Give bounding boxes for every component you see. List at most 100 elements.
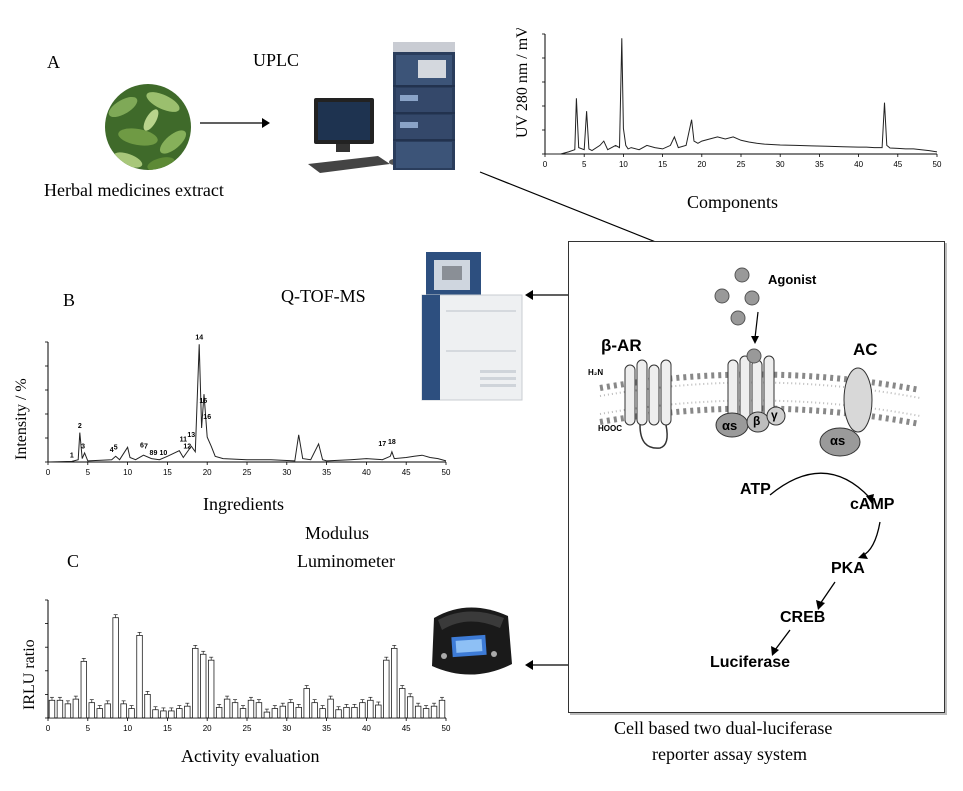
- x-tick-label: 40: [854, 160, 863, 169]
- activity-bar: [112, 617, 119, 719]
- uplc-instrument-icon: [308, 42, 455, 173]
- activity-bar: [375, 704, 382, 719]
- gamma-subunit: [766, 406, 786, 426]
- gamma-label: γ: [771, 408, 778, 422]
- activity-bar: [48, 699, 56, 719]
- arrow-pka-to-creb: [819, 581, 836, 605]
- activity-bar: [327, 698, 334, 719]
- agonist-spheres: [714, 267, 760, 326]
- activity-label: Activity evaluation: [181, 746, 320, 766]
- panel-label-b: B: [63, 290, 76, 310]
- activity-bar: [56, 699, 64, 719]
- x-tick-label: 20: [203, 724, 212, 733]
- gpcr-receptor: [727, 348, 775, 422]
- x-tick-label: 25: [243, 724, 252, 733]
- x-tick-label: 30: [776, 160, 785, 169]
- activity-bar: [303, 688, 310, 719]
- x-tick-label: 0: [543, 160, 548, 169]
- activity-bar: [430, 705, 438, 719]
- modulus-label: Modulus: [305, 523, 370, 543]
- x-tick-label: 45: [402, 468, 411, 477]
- x-tick-label: 25: [243, 468, 252, 477]
- peak-label: 4: [110, 447, 114, 454]
- x-tick-label: 40: [362, 468, 371, 477]
- activity-bar: [207, 659, 215, 719]
- activity-bar: [367, 699, 374, 719]
- x-tick-label: 35: [322, 724, 331, 733]
- luciferase-label: Luciferase: [710, 654, 791, 671]
- alpha-s-label-1: αs: [722, 418, 738, 433]
- beta-label: β: [753, 414, 761, 428]
- peak-label: 1: [70, 452, 74, 459]
- activity-bar: [311, 702, 318, 719]
- components-label: Components: [687, 192, 779, 212]
- activity-bar: [80, 660, 88, 719]
- peak-label: 14: [195, 335, 203, 342]
- activity-bar: [223, 698, 231, 719]
- qtof-label: Q-TOF-MS: [281, 286, 366, 306]
- peak-label: 11: [180, 437, 188, 444]
- activity-bar: [399, 688, 406, 719]
- arrow-creb-to-luciferase: [774, 629, 791, 651]
- peak-label: 16: [203, 414, 211, 421]
- activity-bar: [160, 710, 167, 719]
- x-tick-label: 50: [933, 160, 942, 169]
- x-tick-label: 35: [815, 160, 824, 169]
- activity-bar: [120, 703, 127, 719]
- x-tick-label: 45: [893, 160, 902, 169]
- x-tick-label: 15: [163, 468, 172, 477]
- agonist-label: Agonist: [768, 272, 817, 287]
- x-tick-label: 30: [282, 468, 291, 477]
- peak-label: 3: [81, 443, 85, 450]
- panel-label-c: C: [67, 551, 80, 571]
- peak-label: 15: [199, 398, 207, 405]
- arrow-atp-to-camp: [769, 472, 871, 499]
- alpha-s-label-2: αs: [830, 433, 846, 448]
- activity-bar: [438, 699, 446, 719]
- h2n-label: H₂N: [588, 368, 604, 377]
- adenylyl-cyclase: [819, 367, 873, 457]
- peak-label: 2: [78, 423, 82, 430]
- irlu-y-axis-label: IRLU ratio: [21, 639, 38, 710]
- uv-y-axis-label: UV 280 nm / mV: [514, 28, 531, 138]
- activity-bar: [168, 710, 175, 719]
- activity-bar: [128, 708, 135, 719]
- x-tick-label: 20: [697, 160, 706, 169]
- activity-bar: [176, 708, 183, 719]
- activity-bar: [231, 702, 239, 719]
- luminometer-label: Luminometer: [297, 551, 395, 571]
- x-tick-label: 5: [86, 724, 91, 733]
- qtof-ms-instrument-icon: [421, 252, 523, 401]
- uplc-label: UPLC: [253, 50, 300, 70]
- uv-chromatogram-trace: [545, 38, 938, 155]
- cell-system-line2: reporter assay system: [652, 744, 807, 764]
- cell-assay-box: [568, 241, 945, 713]
- activity-bar: [319, 708, 326, 719]
- arrow-camp-to-pka: [861, 521, 881, 557]
- x-tick-label: 15: [163, 724, 172, 733]
- creb-label: CREB: [780, 609, 826, 626]
- activity-bar: [287, 702, 294, 719]
- activity-bar: [263, 711, 271, 719]
- ac-label: AC: [853, 340, 878, 359]
- peak-label: 18: [388, 439, 396, 446]
- x-tick-label: 40: [362, 724, 371, 733]
- cell-system-line1: Cell based two dual-luciferase: [614, 718, 833, 738]
- peak-label: 13: [187, 432, 195, 439]
- ms-y-axis-label: Intensity / %: [13, 378, 30, 460]
- x-tick-label: 25: [737, 160, 746, 169]
- activity-bar: [255, 702, 263, 719]
- activity-bar: [200, 653, 207, 719]
- peak-label: 17: [378, 441, 386, 448]
- herbal-label: Herbal medicines extract: [44, 180, 224, 200]
- activity-bar: [383, 659, 390, 719]
- activity-bar: [88, 702, 95, 719]
- peak-label: 8: [150, 450, 154, 457]
- activity-bar: [351, 706, 358, 719]
- beta-ar-receptor: [624, 359, 672, 449]
- beta-ar-label: β-AR: [601, 336, 642, 355]
- x-tick-label: 45: [402, 724, 411, 733]
